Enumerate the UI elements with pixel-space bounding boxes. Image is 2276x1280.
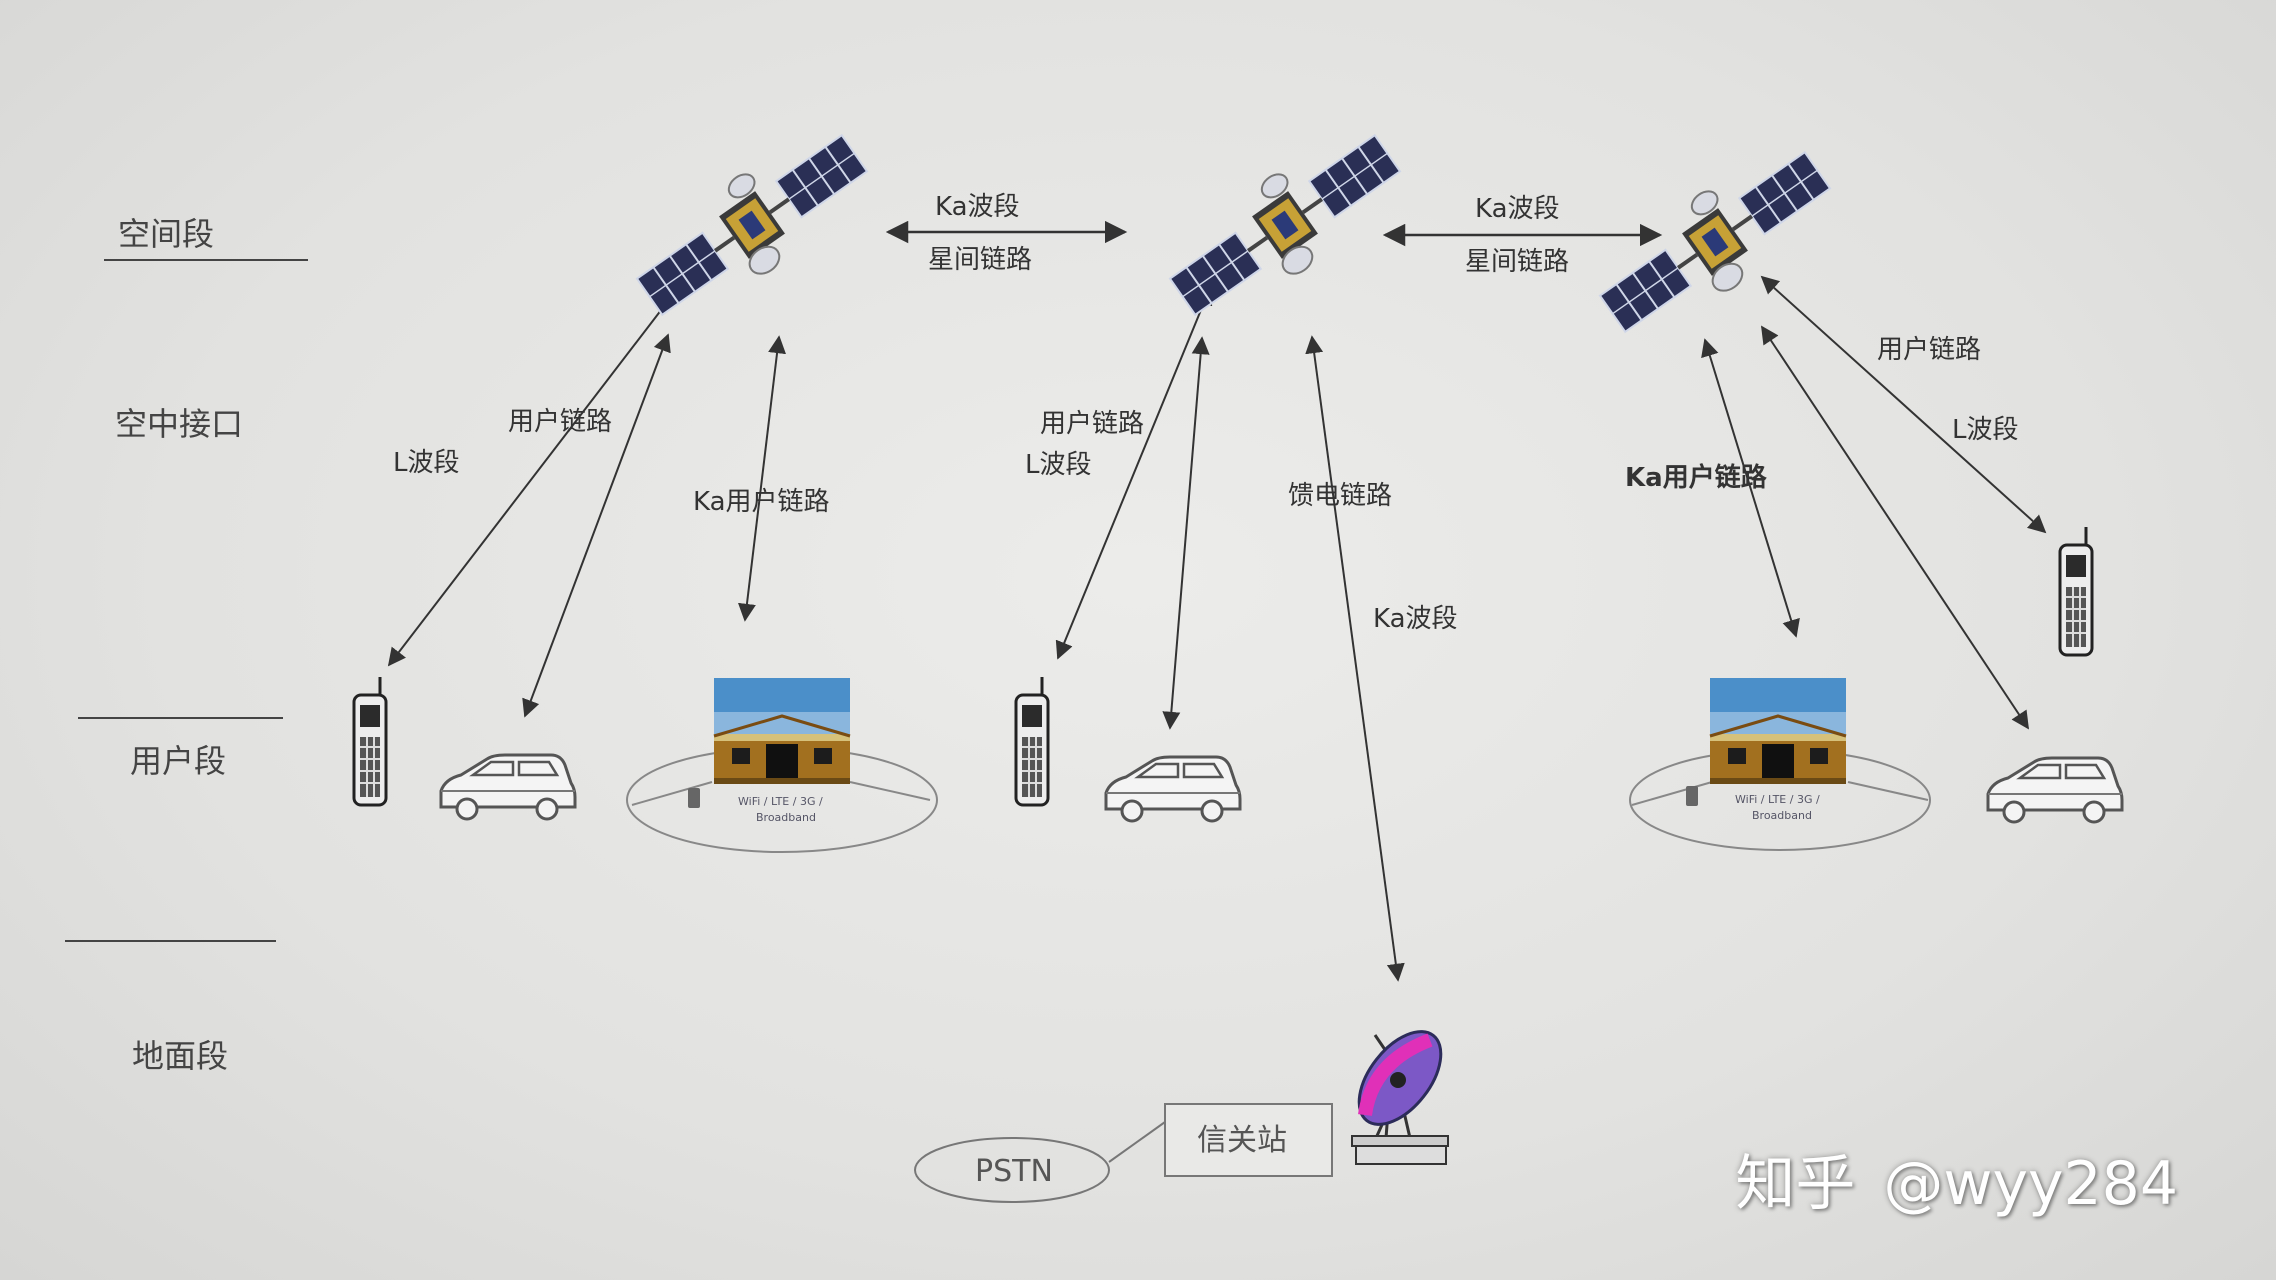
air-interface-label: 空中接口: [115, 405, 243, 443]
coverage-left-edge-2: [849, 781, 931, 801]
mini-phone-right-icon: [1686, 786, 1698, 806]
sat3-ka-user-link-label: Ka用户链路: [1625, 462, 1768, 493]
user-segment-label: 用户段: [130, 742, 226, 780]
gateway-box: [1164, 1103, 1333, 1177]
pstn-node: [914, 1137, 1110, 1203]
coverage-left-edge-1: [631, 781, 713, 806]
car-2-icon: [1104, 755, 1242, 823]
space-segment-label: 空间段: [118, 215, 214, 253]
satellite-2-icon: [1153, 111, 1417, 339]
satellite-3-icon: [1583, 128, 1847, 356]
sat1-house-link: [737, 335, 787, 622]
coverage-right-edge-1: [1631, 781, 1713, 806]
handset-2-icon: [1014, 675, 1050, 807]
isl-left-band: Ka波段: [935, 192, 1020, 222]
sat3-car-link: [1761, 325, 2029, 730]
watermark: 知乎 @wyy284: [1735, 1135, 2206, 1222]
car-1-icon: [439, 753, 577, 821]
isl-right-band: Ka波段: [1475, 194, 1560, 224]
pstn-gateway-connector: [1108, 1121, 1166, 1163]
sat2-l-band-label: L波段: [1025, 450, 1092, 480]
coverage-right-edge-2: [1847, 781, 1929, 801]
sat2-ka-band-label: Ka波段: [1373, 604, 1458, 634]
sat2-car-link: [1162, 336, 1210, 730]
sat2-feeder-link: [1305, 335, 1405, 982]
isl-left-name: 星间链路: [928, 245, 1032, 275]
broadband-right-label-1: WiFi / LTE / 3G /: [1735, 793, 1820, 806]
watermark-platform: 知乎: [1735, 1149, 1856, 1219]
sat3-user-link-label: 用户链路: [1877, 335, 1981, 365]
mini-phone-left-icon: [688, 788, 700, 808]
sat1-car-link: [522, 333, 671, 718]
broadband-left-label-1: WiFi / LTE / 3G /: [738, 795, 823, 808]
sat3-phone-link: [1760, 275, 2047, 534]
sat1-user-link-label: 用户链路: [508, 407, 612, 437]
ground-segment-label: 地面段: [132, 1037, 228, 1075]
sat1-l-band-label: L波段: [393, 448, 460, 478]
watermark-user: @wyy284: [1883, 1149, 2178, 1219]
house-terminal-left-icon: [712, 676, 852, 786]
handset-3-icon: [2058, 525, 2094, 657]
satellite-1-icon: [620, 111, 884, 339]
sat3-l-band-label: L波段: [1952, 415, 2019, 445]
sat2-feeder-link-label: 馈电链路: [1288, 481, 1392, 511]
house-terminal-right-icon: [1708, 676, 1848, 786]
broadband-left-label-2: Broadband: [756, 811, 816, 824]
pstn-label: PSTN: [975, 1154, 1053, 1189]
gateway-antenna-icon: [1351, 1030, 1449, 1165]
handset-1-icon: [352, 675, 388, 807]
car-3-icon: [1986, 756, 2124, 824]
sat1-ka-user-link-label: Ka用户链路: [693, 487, 830, 517]
isl-right-name: 星间链路: [1465, 247, 1569, 277]
sat2-user-link-label: 用户链路: [1040, 409, 1144, 439]
broadband-right-label-2: Broadband: [1752, 809, 1812, 822]
gateway-label: 信关站: [1197, 1123, 1287, 1158]
